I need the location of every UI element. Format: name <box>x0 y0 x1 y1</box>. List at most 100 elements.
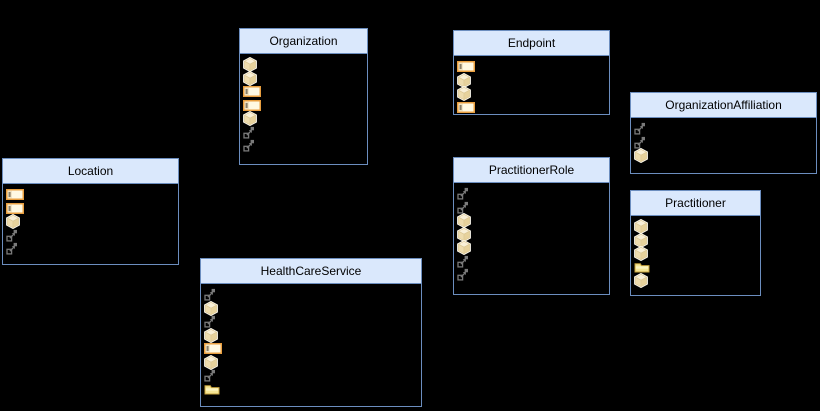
element-icon <box>634 246 648 262</box>
attribute-row <box>6 188 178 202</box>
field-icon <box>6 202 24 214</box>
class-box-header: Practitioner <box>631 191 760 216</box>
attribute-row <box>457 268 609 282</box>
class-box-body <box>201 284 421 406</box>
attribute-row <box>204 354 421 370</box>
reference-icon <box>634 122 646 135</box>
attribute-row <box>204 327 421 343</box>
reference-icon <box>457 255 469 268</box>
element-icon <box>634 148 648 164</box>
attribute-row <box>634 219 760 235</box>
attribute-row <box>634 232 760 248</box>
class-box[interactable]: Location <box>2 158 179 265</box>
attribute-row <box>243 99 367 113</box>
folder-icon <box>634 261 650 273</box>
element-icon <box>204 327 218 343</box>
element-icon <box>634 273 648 289</box>
attribute-row <box>457 255 609 269</box>
attribute-row <box>457 72 609 88</box>
class-box[interactable]: HealthCareService <box>200 258 422 407</box>
class-box-title: PractitionerRole <box>488 163 575 177</box>
element-icon <box>457 86 471 102</box>
class-box[interactable]: Endpoint <box>453 30 610 115</box>
reference-icon <box>6 229 18 242</box>
class-box-body <box>240 54 367 164</box>
class-box-title: HealthCareService <box>260 264 362 278</box>
attribute-row <box>243 126 367 140</box>
attribute-row <box>457 213 609 229</box>
attribute-row <box>634 148 816 164</box>
attribute-row <box>457 60 609 74</box>
reference-icon <box>457 268 469 281</box>
field-icon <box>457 101 475 113</box>
class-box-title: Organization <box>269 34 338 48</box>
element-icon <box>204 354 218 370</box>
field-icon <box>243 86 261 98</box>
reference-icon <box>6 242 18 255</box>
class-box-body <box>3 184 178 264</box>
class-box-header: Organization <box>240 29 367 54</box>
element-icon <box>243 70 257 86</box>
attribute-row <box>457 86 609 102</box>
element-icon <box>243 111 257 127</box>
class-box-title: Endpoint <box>507 36 556 50</box>
class-box-title: Location <box>67 164 114 178</box>
class-box-header: Location <box>3 159 178 184</box>
class-box[interactable]: Practitioner <box>630 190 761 296</box>
reference-icon <box>457 187 469 200</box>
folder-icon <box>204 383 220 395</box>
reference-icon <box>204 288 216 301</box>
element-icon <box>457 226 471 242</box>
class-box-body <box>631 118 816 173</box>
attribute-row <box>457 101 609 115</box>
class-box-header: HealthCareService <box>201 259 421 284</box>
attribute-row <box>243 139 367 153</box>
attribute-row <box>204 315 421 329</box>
class-box-header: PractitionerRole <box>454 158 609 183</box>
reference-icon <box>634 136 646 149</box>
class-box-title: Practitioner <box>665 196 726 210</box>
element-icon <box>457 72 471 88</box>
attribute-row <box>204 342 421 356</box>
attribute-row <box>457 240 609 256</box>
attribute-row <box>6 229 178 243</box>
field-icon <box>243 99 261 111</box>
attribute-row <box>634 136 816 150</box>
class-box-body <box>454 56 609 114</box>
element-icon <box>204 300 218 316</box>
element-icon <box>6 214 20 230</box>
reference-icon <box>204 315 216 328</box>
element-icon <box>457 240 471 256</box>
attribute-row <box>243 111 367 127</box>
attribute-row <box>634 122 816 136</box>
attribute-row <box>243 85 367 99</box>
class-box-header: Endpoint <box>454 31 609 56</box>
reference-icon <box>243 126 255 139</box>
attribute-row <box>634 261 760 275</box>
field-icon <box>457 61 475 73</box>
attribute-row <box>634 246 760 262</box>
reference-icon <box>204 369 216 382</box>
class-box[interactable]: PractitionerRole <box>453 157 610 295</box>
class-box-header: OrganizationAffiliation <box>631 93 816 118</box>
attribute-row <box>6 202 178 216</box>
attribute-row <box>6 242 178 256</box>
attribute-row <box>204 288 421 302</box>
attribute-row <box>6 214 178 230</box>
attribute-row <box>204 383 421 397</box>
class-box[interactable]: Organization <box>239 28 368 165</box>
attribute-row <box>457 226 609 242</box>
attribute-row <box>204 369 421 383</box>
reference-icon <box>457 201 469 214</box>
attribute-row <box>243 57 367 73</box>
attribute-row <box>634 273 760 289</box>
class-box-body <box>454 183 609 294</box>
attribute-row <box>457 187 609 201</box>
class-box[interactable]: OrganizationAffiliation <box>630 92 817 174</box>
attribute-row <box>457 201 609 215</box>
element-icon <box>457 213 471 229</box>
class-box-body <box>631 216 760 295</box>
element-icon <box>634 232 648 248</box>
class-box-title: OrganizationAffiliation <box>665 98 782 112</box>
